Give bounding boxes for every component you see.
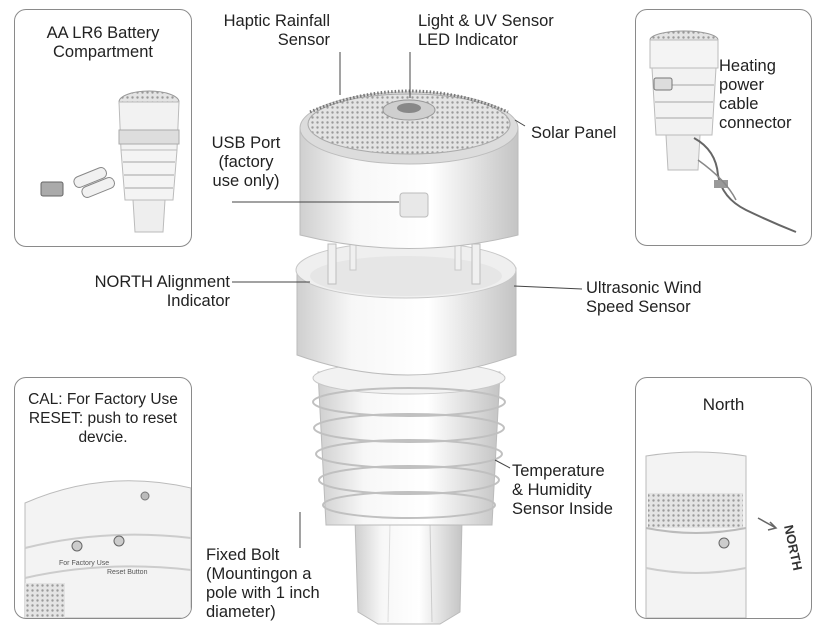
battery-inset: AA LR6 Battery Compartment (14, 9, 192, 247)
cal-reset-line2: RESET: push to reset (28, 410, 178, 427)
solar-panel-label: Solar Panel (531, 124, 617, 142)
north-illustration: NORTH (645, 451, 805, 618)
haptic-rainfall-label: Haptic Rainfall Sensor (204, 12, 330, 50)
temp-humidity-line3: Sensor Inside (512, 500, 613, 518)
north-alignment-line1: NORTH Alignment (94, 273, 230, 291)
wind-sensor-body (295, 239, 517, 376)
reset-small-label: Reset Button (107, 569, 148, 576)
fixed-bolt-line2: (Mountingon a (206, 565, 312, 583)
heating-title-line1: Heating (719, 57, 776, 75)
heating-inset: Heating power cable connector (635, 9, 812, 246)
north-alignment-label: NORTH Alignment Indicator (55, 273, 230, 311)
usb-port-line1: USB Port (211, 134, 281, 152)
haptic-rainfall-line1: Haptic Rainfall (223, 12, 330, 30)
heating-title-line3: cable (719, 95, 759, 113)
temp-humidity-line2: & Humidity (512, 481, 592, 499)
cal-small-label: For Factory Use (59, 560, 109, 567)
fixed-bolt-label: Fixed Bolt (Mountingon a pole with 1 inc… (206, 546, 320, 622)
heating-title: Heating power cable connector (719, 57, 791, 133)
temp-humidity-label: Temperature & Humidity Sensor Inside (512, 462, 613, 519)
temp-humidity-line1: Temperature (512, 462, 605, 480)
ultrasonic-wind-line2: Speed Sensor (586, 298, 691, 316)
cal-reset-line3: devcie. (78, 429, 128, 446)
north-title: North (702, 395, 745, 414)
fixed-bolt-part (354, 519, 463, 625)
cal-reset-line1: CAL: For Factory Use (28, 391, 178, 408)
cal-reset-inset: CAL: For Factory Use RESET: push to rese… (14, 377, 192, 619)
fixed-bolt-line3: pole with 1 inch (206, 584, 320, 602)
usb-port-line2: (factory (218, 153, 274, 171)
haptic-rainfall-line2: Sensor (277, 31, 330, 49)
fixed-bolt-line4: diameter) (206, 603, 276, 621)
ultrasonic-wind-label: Ultrasonic Wind Speed Sensor (586, 279, 702, 317)
north-inset: North NORTH (635, 377, 812, 619)
heating-title-line2: power (719, 76, 764, 94)
heating-illustration (649, 30, 797, 233)
battery-title-line2: Compartment (53, 43, 153, 61)
ultrasonic-wind-line1: Ultrasonic Wind (586, 279, 702, 297)
cal-reset-illustration: For Factory Use Reset Button (24, 480, 191, 618)
light-uv-line2: LED Indicator (418, 31, 518, 49)
fixed-bolt-line1: Fixed Bolt (206, 546, 280, 564)
cal-reset-title: CAL: For Factory Use RESET: push to rese… (15, 390, 191, 447)
north-arrow-label: NORTH (781, 524, 805, 572)
light-uv-line1: Light & UV Sensor (418, 12, 554, 30)
heating-title-line4: connector (719, 114, 792, 132)
battery-title-line1: AA LR6 Battery (46, 24, 160, 42)
light-uv-label: Light & UV Sensor LED Indicator (418, 12, 554, 50)
usb-port-label: USB Port (factory use only) (196, 134, 296, 191)
battery-illustration (40, 90, 180, 233)
leader-lines (232, 52, 583, 548)
north-alignment-line2: Indicator (166, 292, 230, 310)
battery-title: AA LR6 Battery Compartment (15, 24, 191, 62)
temperature-shield (312, 361, 506, 526)
usb-port-line3: use only) (212, 172, 280, 190)
top-cap (299, 89, 519, 249)
